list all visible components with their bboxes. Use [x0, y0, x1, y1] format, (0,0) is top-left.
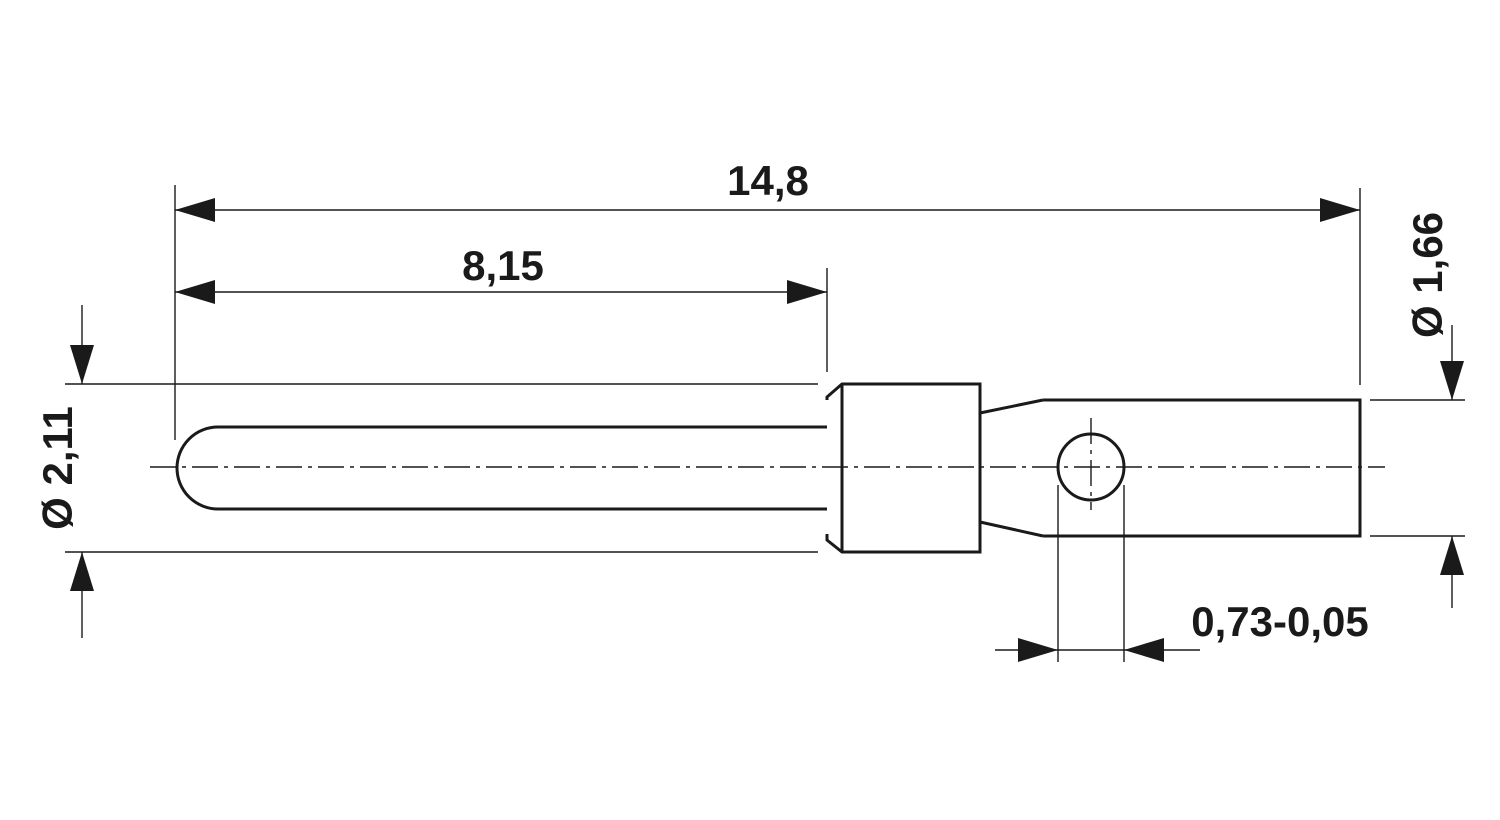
overall-length-label: 14,8: [727, 157, 809, 204]
hole-diameter-label: 0,73-0,05: [1191, 598, 1368, 645]
arrowhead: [70, 345, 94, 384]
arrowhead: [787, 280, 827, 304]
taper: [979, 398, 1044, 538]
arrowhead: [1440, 536, 1464, 575]
arrowhead: [175, 198, 215, 222]
crimp-sleeve: [1043, 398, 1362, 538]
pin-body: [175, 425, 827, 511]
dim-overall-length: 14,8: [174, 157, 1361, 440]
sleeve-diameter-label: Ø 1,66: [1404, 212, 1451, 338]
pin-length-label: 8,15: [462, 242, 544, 289]
arrowhead: [175, 280, 215, 304]
arrowhead: [1124, 638, 1164, 662]
dim-collar-diameter: Ø 2,11: [34, 305, 818, 638]
collar-diameter-label: Ø 2,11: [34, 406, 81, 530]
collar: [825, 382, 982, 554]
dim-pin-length: 8,15: [175, 242, 828, 372]
contact-pin: [175, 382, 1362, 554]
arrowhead: [70, 552, 94, 591]
dim-sleeve-diameter: Ø 1,66: [1370, 212, 1465, 608]
arrowhead: [1018, 638, 1058, 662]
arrowhead: [1320, 198, 1360, 222]
arrowhead: [1440, 361, 1464, 400]
dim-hole-diameter: 0,73-0,05: [995, 485, 1369, 662]
